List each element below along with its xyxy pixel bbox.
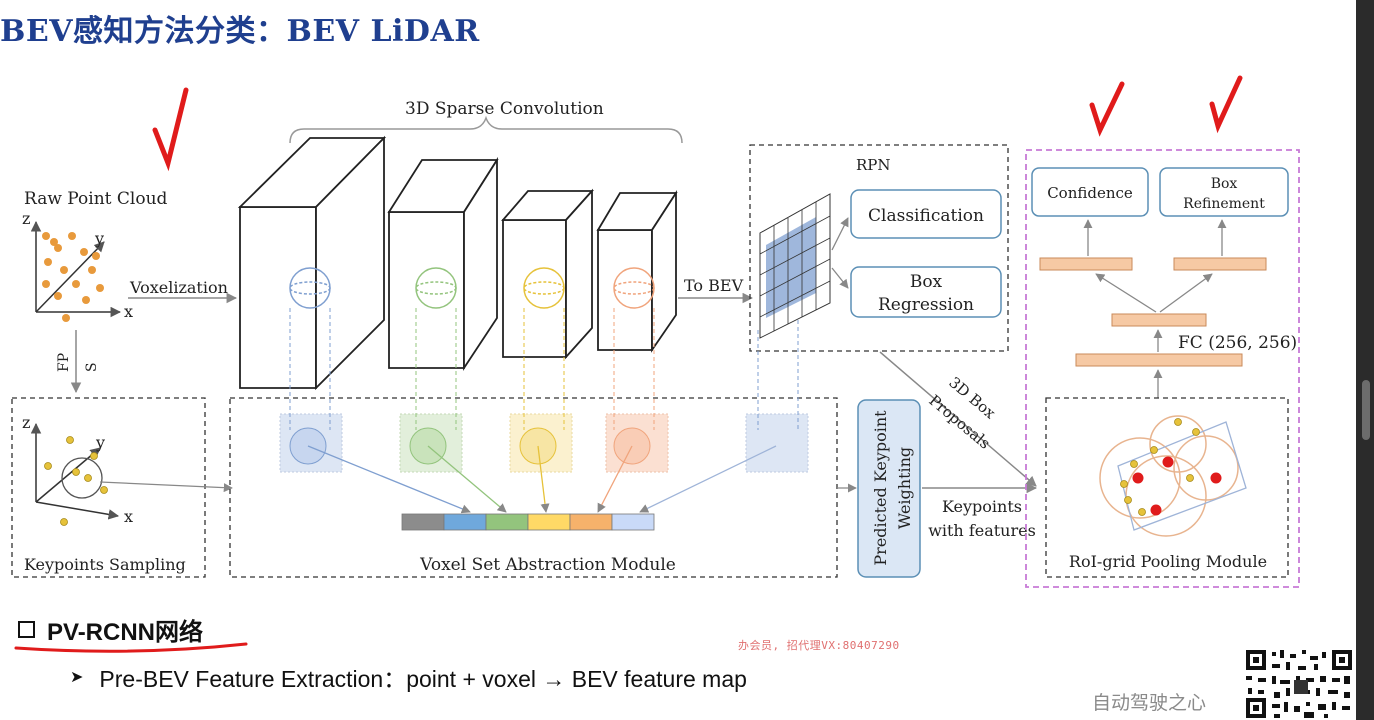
axis-z-label: z bbox=[22, 209, 30, 228]
sparse-conv-brace bbox=[289, 115, 683, 144]
s-label: S bbox=[84, 362, 100, 372]
kp-axis-x: x bbox=[124, 507, 133, 526]
confidence-box bbox=[1031, 167, 1149, 217]
watermark-brand: 自动驾驶之心 bbox=[1092, 692, 1207, 714]
vsa-grids bbox=[279, 413, 809, 473]
raw-points bbox=[42, 232, 104, 322]
red-check-marks bbox=[152, 75, 1243, 172]
roi-head-box bbox=[1025, 149, 1300, 588]
bullet-item: ➤ Pre-BEV Feature Extraction：point + vox… bbox=[70, 660, 747, 694]
confidence-label: Confidence bbox=[1047, 184, 1133, 202]
check-mark-icon bbox=[1209, 75, 1243, 134]
voxelization-label: Voxelization bbox=[129, 278, 228, 297]
sparse-conv-label: 3D Sparse Convolution bbox=[405, 99, 604, 119]
proposals-arrow bbox=[879, 351, 1037, 487]
qr-code-icon bbox=[1244, 648, 1354, 720]
box-refinement-label-2: Refinement bbox=[1183, 196, 1265, 212]
bullet-text: Pre-BEV Feature Extraction：point + voxel… bbox=[99, 666, 747, 692]
fc-layers bbox=[1039, 257, 1267, 367]
box-regression-box bbox=[850, 266, 1002, 318]
kp-axis-z: z bbox=[22, 413, 30, 432]
fc-label: FC (256, 256) bbox=[1178, 333, 1297, 353]
roi-keypoints bbox=[1120, 418, 1200, 516]
keypoints-sampling-box bbox=[11, 397, 206, 578]
kp-axis-y: y bbox=[95, 433, 105, 452]
raw-point-cloud-label: Raw Point Cloud bbox=[24, 189, 168, 209]
predicted-weighting-label-1: Predicted Keypoint bbox=[871, 410, 890, 566]
watermark-promo: 办会员, 招代理VX:80407290 bbox=[738, 639, 900, 652]
section-heading-text: PV-RCNN网络 bbox=[47, 619, 204, 646]
keypoints-sampling-label: Keypoints Sampling bbox=[24, 555, 186, 574]
vsa-dashed-projections bbox=[289, 308, 799, 430]
rpn-label: RPN bbox=[856, 156, 891, 174]
slide-title: BEV感知方法分类：BEV LiDAR bbox=[0, 14, 480, 49]
classification-box bbox=[850, 189, 1002, 239]
vsa-arrows bbox=[307, 445, 777, 514]
scroll-thumb[interactable] bbox=[1362, 380, 1370, 440]
conv-block-1 bbox=[237, 135, 387, 391]
roi-arrows bbox=[1083, 219, 1227, 398]
axis-x-label: x bbox=[124, 302, 133, 321]
rpn-arrow-reg bbox=[831, 267, 849, 289]
conv-block-4 bbox=[596, 189, 678, 353]
box-refinement-label-1: Box bbox=[1211, 176, 1238, 192]
to-bev-label: To BEV bbox=[684, 276, 744, 295]
keypoints bbox=[44, 436, 108, 526]
axis-y-label: y bbox=[94, 229, 104, 248]
bullet-arrow-icon: ➤ bbox=[70, 669, 84, 686]
feature-vector bbox=[401, 513, 655, 531]
keypoints-axes bbox=[30, 422, 120, 520]
roi-pooling-box bbox=[1045, 397, 1289, 578]
section-heading: PV-RCNN网络 bbox=[18, 612, 203, 647]
red-underline bbox=[14, 642, 248, 653]
box-regression-label-2: Regression bbox=[878, 295, 974, 315]
voxel-spheres bbox=[289, 267, 655, 309]
roi-pooling-label: RoI-grid Pooling Module bbox=[1069, 552, 1267, 571]
fp-label: FP bbox=[56, 353, 72, 372]
raw-point-cloud-axes bbox=[30, 220, 122, 318]
checkbox-icon bbox=[18, 621, 35, 638]
box-refinement-box bbox=[1159, 167, 1289, 217]
bev-grid bbox=[759, 193, 831, 339]
roi-box bbox=[1117, 421, 1247, 531]
keypoint-sphere bbox=[61, 457, 103, 499]
rpn-arrow-cls bbox=[831, 217, 849, 251]
predicted-keypoint-weighting-box bbox=[857, 399, 921, 578]
conv-block-3 bbox=[501, 188, 595, 360]
classification-label: Classification bbox=[868, 206, 984, 226]
roi-grid-points bbox=[1132, 456, 1222, 516]
keypoints-to-vsa-arrow bbox=[99, 481, 233, 493]
keypoints-features-label-2: with features bbox=[928, 521, 1036, 540]
right-scrollbar[interactable] bbox=[1356, 0, 1374, 720]
check-mark-icon bbox=[1089, 81, 1125, 137]
keypoints-features-label-1: Keypoints bbox=[942, 497, 1022, 516]
conv-block-2 bbox=[387, 156, 499, 371]
check-mark-icon bbox=[152, 87, 189, 172]
rpn-box bbox=[749, 144, 1009, 352]
box-regression-label-1: Box bbox=[910, 272, 943, 292]
predicted-weighting-label-2: Weighting bbox=[895, 447, 914, 529]
vsa-module-label: Voxel Set Abstraction Module bbox=[419, 555, 676, 575]
pv-rcnn-diagram: Raw Point Cloud z y x Voxelization FP S … bbox=[11, 75, 1300, 588]
